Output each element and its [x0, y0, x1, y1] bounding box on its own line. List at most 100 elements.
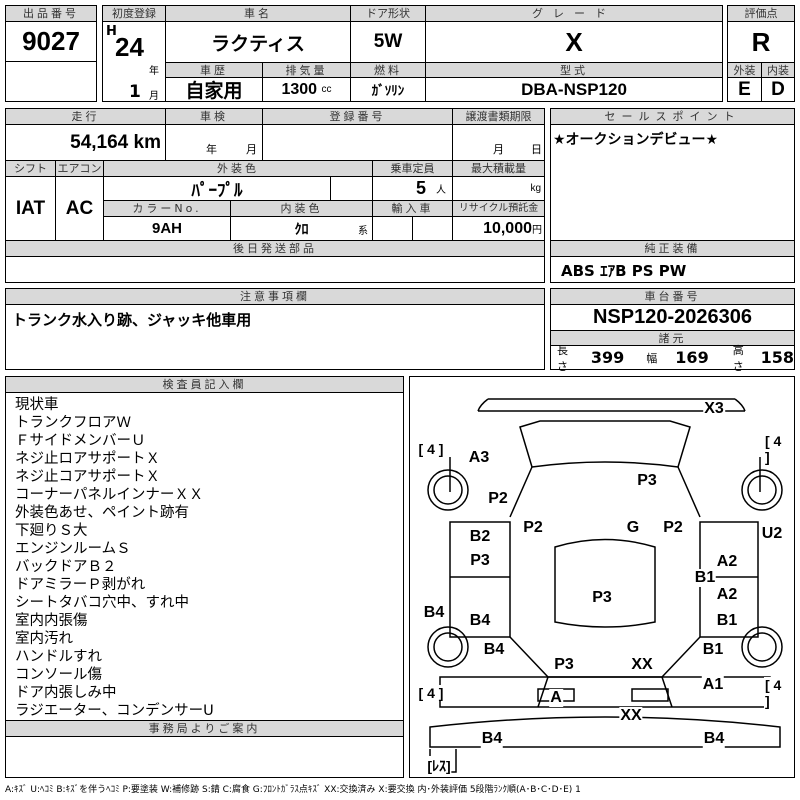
door-label: ドア形状: [350, 5, 426, 22]
damage-mark: P2: [522, 519, 544, 537]
ac-label: エアコン: [55, 160, 104, 177]
transfer-day: 日: [531, 143, 542, 156]
inspect-label: 車検: [165, 108, 263, 125]
damage-mark: P2: [662, 519, 684, 537]
damage-mark: B4: [422, 604, 446, 622]
recycle-label: リサイクル預託金: [452, 200, 545, 217]
sales-label: セールスポイント: [550, 108, 795, 125]
seats-unit: 人: [436, 185, 446, 196]
door: 5W: [350, 21, 426, 63]
lot-blank: [5, 61, 97, 102]
damage-mark: X3: [703, 400, 725, 418]
era: H: [106, 24, 117, 39]
color-no: 9AH: [103, 216, 231, 241]
displacement: 1300 cc: [262, 77, 351, 102]
inspector-note: 室内汚れ: [15, 631, 73, 647]
first-reg-label: 初度登録: [102, 5, 166, 22]
score-label: 評価点: [727, 5, 795, 22]
damage-mark: A2: [715, 553, 739, 571]
model: DBA-NSP120: [425, 77, 723, 102]
inspector-note: ＦサイドメンバーＵ: [15, 433, 146, 449]
caution-text: トランク水入り跡、ジャッキ他車用: [5, 304, 545, 370]
reg-label: 登録番号: [262, 108, 453, 125]
inspector-note: 下廻りＳ大: [15, 523, 88, 539]
car-outline-icon: [427, 398, 783, 773]
import-a: [372, 216, 413, 241]
year: 24: [115, 32, 144, 62]
mileage-value: 54,164: [70, 131, 129, 153]
ext-color: ﾊﾟｰﾌﾟﾙ: [103, 176, 331, 201]
damage-mark: B1: [715, 612, 739, 630]
damage-mark: A: [549, 689, 563, 707]
load: kg: [452, 176, 545, 201]
history: 自家用: [165, 77, 263, 102]
damage-mark: XX: [630, 656, 654, 674]
damage-mark: B4: [482, 641, 506, 659]
intcolor-label: 内装色: [230, 200, 373, 217]
damage-mark: [ 4 ]: [417, 441, 445, 457]
inspector-note: トランクフロアＷ: [15, 415, 131, 431]
inspect-month: 月: [246, 143, 257, 156]
inspector-note: ネジ止ロアサポートＸ: [15, 451, 160, 467]
ext-label: 外装: [727, 62, 762, 78]
damage-mark: P3: [469, 552, 491, 570]
spec-label: 諸元: [550, 330, 795, 346]
office-notes: [5, 736, 404, 778]
damage-mark: B1: [693, 569, 717, 587]
damage-mark: P3: [553, 656, 575, 674]
seats-value: 5: [415, 178, 426, 198]
int-label: 内装: [761, 62, 795, 78]
damage-mark: A2: [715, 586, 739, 604]
inspector-note: 現状車: [15, 397, 59, 413]
damage-mark: B4: [702, 730, 726, 748]
int-color: ｸﾛ系: [230, 216, 373, 241]
car-name-label: 車名: [165, 5, 351, 22]
damage-mark: XX: [619, 707, 643, 725]
damage-mark: G: [625, 519, 641, 537]
equip-label: 純正装備: [550, 240, 795, 257]
disp-unit: cc: [321, 84, 332, 95]
seats: 5 人: [372, 176, 453, 201]
damage-mark: [ﾚｽ]: [426, 756, 452, 776]
caution-label: 注意事項欄: [5, 288, 545, 305]
later-parts: [5, 256, 545, 283]
color-label: 外装色: [103, 160, 373, 177]
month-unit: 月: [149, 91, 159, 102]
inspect-year: 年: [206, 143, 217, 156]
lot-label: 出品番号: [5, 5, 97, 22]
inspector-note: 室内内張傷: [15, 613, 88, 629]
mileage-label: 走行: [5, 108, 166, 125]
ac: AC: [55, 176, 104, 241]
first-reg: H 24 年 1 月: [102, 21, 166, 102]
seats-label: 乗車定員: [372, 160, 453, 177]
fuel: ｶﾞｿﾘﾝ: [350, 77, 426, 102]
length: 399: [590, 348, 625, 367]
shift-label: シフト: [5, 160, 56, 177]
damage-mark: B4: [480, 730, 504, 748]
chassis-number: NSP120-2026306: [550, 304, 795, 331]
reg-number: [262, 124, 453, 161]
grade-label: グレード: [425, 5, 723, 22]
inspector-note: ドアミラーＰ剥がれ: [15, 577, 146, 593]
length-label: 長さ: [557, 343, 568, 373]
damage-mark: [ 4 ]: [764, 677, 784, 709]
inspector-note: コンソール傷: [15, 667, 102, 683]
inspector-note: コーナーパネルインナーＸＸ: [15, 487, 204, 503]
load-unit: kg: [530, 183, 541, 194]
damage-mark: B1: [701, 641, 725, 659]
damage-mark: B2: [468, 528, 492, 546]
later-parts-label: 後日発送部品: [5, 240, 545, 257]
inspector-label: 検査員記入欄: [5, 376, 404, 393]
transfer-date: 月日: [452, 124, 545, 161]
month: 1: [129, 82, 141, 102]
grade: X: [425, 21, 723, 63]
equipment: ABS ｴｱB PS PW: [550, 256, 795, 283]
height-label: 高さ: [732, 343, 744, 373]
recycle-unit: 円: [532, 225, 542, 236]
inspector-note: バックドアＢ２: [15, 559, 117, 575]
int-color-unit: 系: [358, 226, 368, 237]
damage-mark: P2: [487, 490, 509, 508]
